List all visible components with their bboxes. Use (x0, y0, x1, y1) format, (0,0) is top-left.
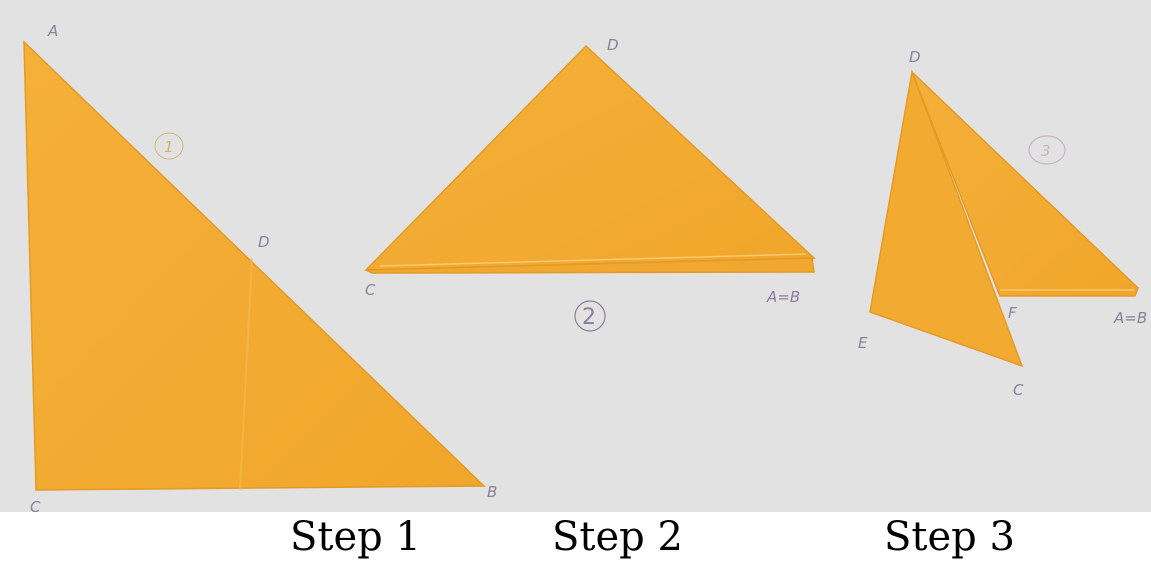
step3-left-flap (869, 69, 1024, 368)
step2-top-triangle (364, 44, 816, 271)
step2-label-c: C (365, 281, 376, 299)
step2-fold-edge (379, 253, 807, 267)
step3-caption: Step 3 (884, 514, 1015, 560)
step3-number-circle (1028, 135, 1066, 165)
step2-caption: Step 2 (552, 514, 683, 560)
step2-label-ab: A=B (766, 288, 800, 306)
step1-label-b: B (487, 483, 497, 501)
step3-label-e: E (858, 334, 868, 352)
step2-bottom-layer (365, 257, 815, 274)
step2-number-mark: 2 (582, 305, 596, 330)
step1-label-c: C (30, 498, 41, 512)
step1-caption: Step 1 (290, 514, 421, 560)
step3-label-ab: A=B (1113, 309, 1147, 327)
step3-number-mark: 3 (1041, 142, 1051, 160)
step1-crease (239, 257, 253, 491)
step3-label-d: D (909, 48, 921, 66)
step3-label-c: C (1013, 381, 1024, 399)
step2-number-circle (574, 300, 606, 332)
origami-illustration: A D C B 1 D C A=B 2 (23, 22, 1147, 512)
step3-folded-paper: D E F C A=B 3 (858, 48, 1147, 399)
step1-label-d: D (258, 233, 270, 251)
step1-folded-paper: A D C B 1 (23, 22, 497, 512)
step3-label-f: F (1008, 304, 1017, 322)
step1-label-a: A (47, 22, 58, 40)
step1-number-circle (154, 132, 184, 160)
step3-right-flap (911, 71, 1139, 297)
step2-label-d: D (607, 36, 619, 54)
origami-photo: A D C B 1 D C A=B 2 (0, 0, 1151, 512)
step1-triangle (23, 40, 486, 491)
step1-number-mark: 1 (164, 138, 174, 156)
step2-folded-paper: D C A=B 2 (364, 36, 816, 332)
